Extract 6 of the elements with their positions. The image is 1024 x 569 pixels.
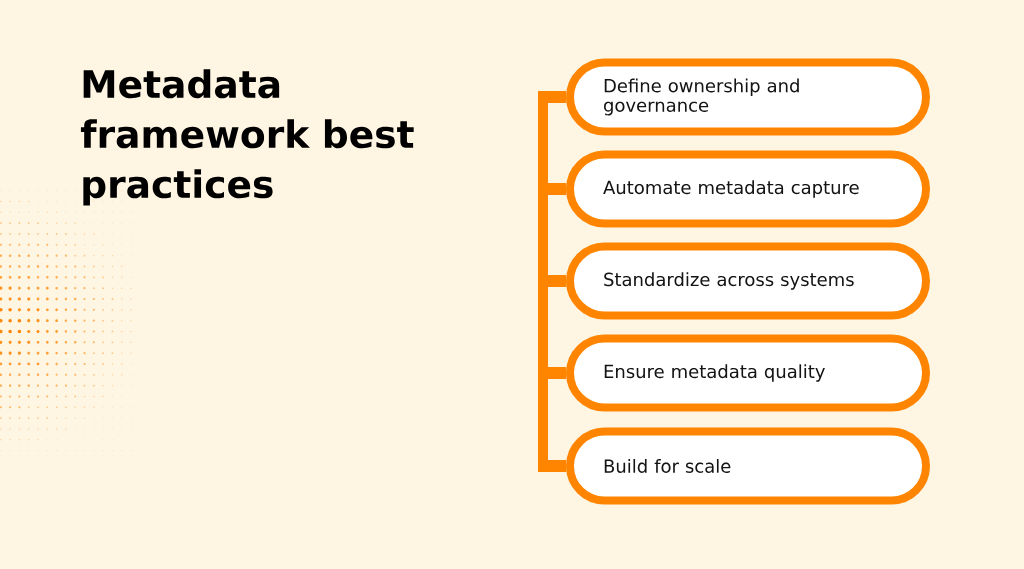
pill-box: Standardize across systems	[566, 242, 930, 320]
pill-box: Automate metadata capture	[566, 150, 930, 228]
pill-box: Ensure metadata quality	[566, 334, 930, 412]
pill-box: Define ownership and governance	[566, 58, 930, 136]
pill-box: Build for scale	[566, 427, 930, 505]
title: Metadata framework best practices	[80, 69, 414, 206]
